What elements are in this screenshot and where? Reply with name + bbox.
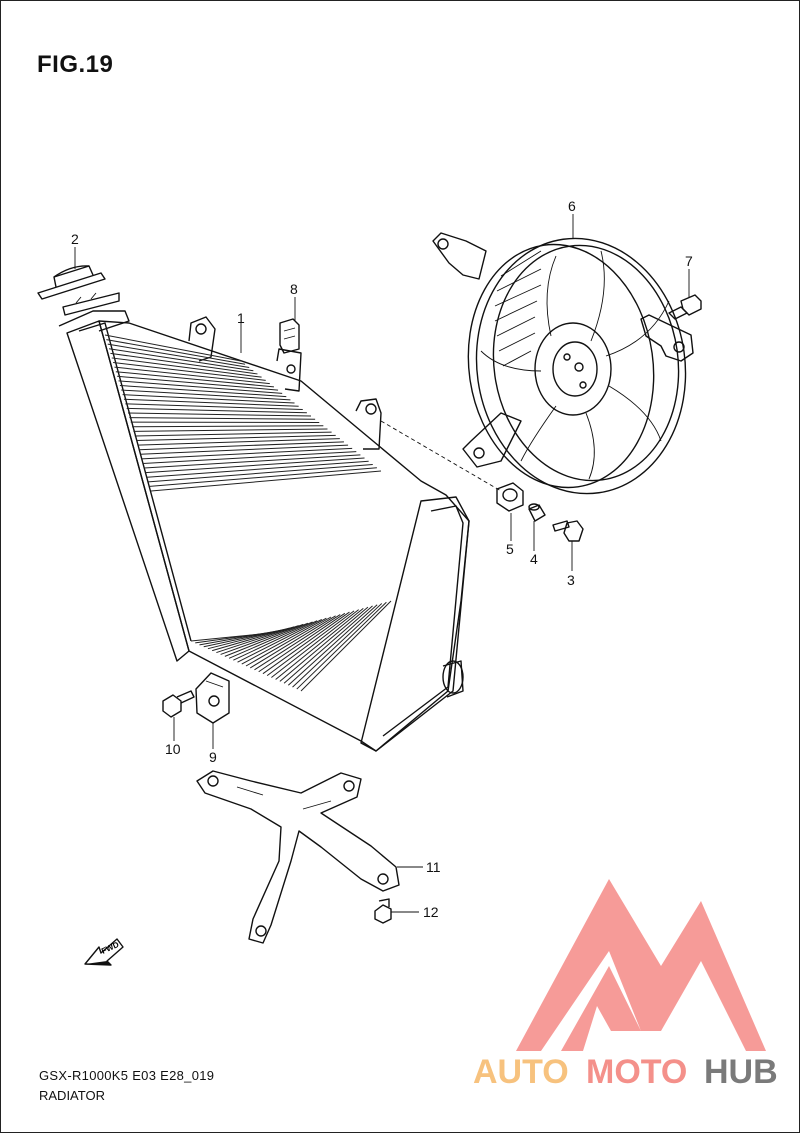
radiator-fin-line	[125, 403, 303, 411]
radiator-fin-line	[249, 615, 336, 669]
radiator-fin-line	[127, 412, 312, 417]
radiator-fin-line	[150, 470, 382, 492]
radiator-fin-line	[271, 609, 359, 678]
lower-bracket-mount-part	[195, 672, 230, 724]
radiator-fin-line	[104, 334, 242, 362]
cooling-fan-part	[432, 232, 694, 495]
radiator-fin-line	[113, 362, 266, 381]
callout-3: 3	[567, 572, 575, 588]
radiator-fin-line	[287, 604, 378, 686]
radiator-fin-line	[279, 606, 369, 682]
callout-8: 8	[290, 281, 298, 297]
radiator-fin-line	[254, 614, 341, 671]
radiator-fin-line	[106, 339, 246, 365]
radiator-fin-line	[140, 444, 349, 455]
callout-6: 6	[568, 198, 576, 214]
radiator-fin-line	[133, 428, 328, 432]
radiator-fin-line	[233, 620, 318, 661]
radiator-fin-line	[212, 626, 295, 652]
radiator-fin-line	[141, 447, 353, 460]
radiator-fin-line	[149, 467, 377, 487]
callout-2: 2	[71, 231, 79, 247]
radiator-fin-line	[138, 441, 344, 451]
radiator-fin-line	[136, 434, 336, 442]
callout-11: 11	[426, 859, 441, 875]
radiator-fin-line	[118, 380, 283, 394]
bracket-bolt-12-part	[374, 898, 392, 924]
radiator-fin-line	[241, 617, 327, 665]
radiator-fin-line	[228, 621, 313, 659]
radiator-fin-line	[275, 607, 364, 680]
callout-12: 12	[423, 904, 439, 920]
radiator-fin-line	[300, 600, 392, 692]
bolt-part	[552, 520, 584, 542]
grommet-part	[496, 482, 524, 512]
radiator-fin-line	[207, 627, 290, 650]
radiator-fin-line	[123, 398, 299, 407]
callout-leaders	[74, 214, 690, 913]
radiator-fin-line	[283, 605, 373, 684]
radiator-fin-line	[121, 389, 291, 401]
radiator-fin-line	[258, 612, 346, 673]
radiator-fin-line	[144, 454, 361, 469]
callout-numbers: 1 2 3 4 5 6 7 8 9 10 11 12	[71, 198, 693, 920]
radiator-fin-line	[237, 619, 322, 663]
radiator-fin-line	[115, 371, 274, 388]
radiator-fin-line	[245, 616, 332, 667]
radiator-fin-line	[262, 611, 350, 675]
radiator-fin-line	[111, 357, 262, 378]
section-name-label: RADIATOR	[39, 1088, 105, 1103]
radiator-fin-line	[266, 610, 355, 677]
radiator-fin-line	[114, 366, 270, 385]
radiator-fin-line	[122, 394, 295, 404]
radiator-fin-line	[145, 457, 365, 474]
radiator-fin-line	[137, 438, 340, 446]
radiator-fin-line	[146, 460, 369, 478]
radiator-fin-line	[119, 384, 287, 398]
radiator-fin-line	[296, 601, 387, 690]
collar-part	[528, 503, 546, 522]
radiator-fin-line	[148, 464, 373, 483]
fan-bolt-part	[668, 294, 702, 320]
radiator-fin-line	[132, 425, 324, 428]
callout-7: 7	[685, 253, 693, 269]
radiator-fin-line	[126, 407, 307, 414]
radiator-fin-line	[134, 431, 332, 437]
radiator-fin-line	[117, 375, 279, 391]
radiator-fin-line	[224, 622, 309, 657]
radiator-fin-line	[142, 451, 357, 464]
radiator-part	[58, 310, 470, 752]
radiator-fin-line	[108, 348, 254, 372]
radiator-fin-line	[110, 352, 258, 375]
callout-5: 5	[506, 541, 514, 557]
fwd-direction-arrow: FWD	[84, 938, 124, 966]
radiator-fin-line	[129, 417, 316, 420]
radiator-fin-line	[220, 623, 304, 655]
radiator-cap-part	[37, 265, 120, 316]
bracket-bolt-10-part	[162, 690, 195, 718]
callout-1: 1	[237, 310, 245, 326]
callout-10: 10	[165, 741, 181, 757]
figure-title: FIG.19	[37, 51, 114, 78]
radiator-fin-line	[216, 625, 299, 654]
fwd-label: FWD	[100, 940, 121, 956]
radiator-fin-line	[292, 603, 383, 688]
callout-4: 4	[530, 551, 538, 567]
lower-bracket-part	[196, 770, 400, 944]
model-code-label: GSX-R1000K5 E03 E28_019	[39, 1068, 215, 1083]
radiator-fin-line	[107, 343, 250, 368]
clip-part	[279, 318, 300, 354]
callout-9: 9	[209, 749, 217, 765]
